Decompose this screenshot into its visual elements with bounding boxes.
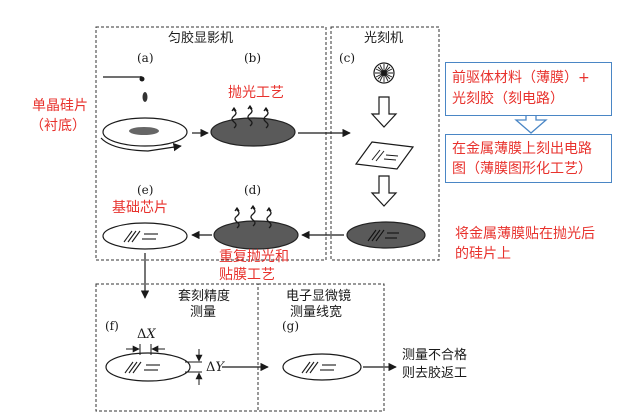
coater-frame — [95, 26, 327, 261]
repolish-wafer — [213, 220, 299, 250]
base-chip-wafer — [102, 222, 188, 250]
precursor-text-1: 前驱体材料（薄膜）+ — [452, 70, 590, 86]
wafer-annotation-1: 单晶硅片 — [32, 98, 88, 114]
fail-text-1: 测量不合格 — [402, 348, 468, 363]
litho-frame — [330, 26, 440, 261]
patterned-wafer — [346, 221, 426, 249]
step-label-e: (e) — [137, 183, 154, 197]
overlay-frame — [95, 283, 259, 412]
step-label-g: (g) — [282, 319, 300, 333]
overlay-title-1: 套刻精度 — [178, 289, 231, 304]
dispense-nozzle-icon — [103, 76, 145, 82]
sem-title-1: 电子显微镜 — [286, 289, 352, 304]
precursor-text-2: 光刻胶（刻电路） — [452, 91, 564, 107]
overlay-wafer — [105, 344, 203, 385]
step-label-a: (a) — [137, 51, 154, 65]
step-label-b: (b) — [244, 51, 262, 65]
heat-wave-icon — [231, 104, 269, 129]
step-label-d: (d) — [244, 183, 262, 197]
base-chip-annotation: 基础芯片 — [112, 200, 168, 216]
heat-wave-icon — [234, 204, 272, 229]
polish-annotation: 抛光工艺 — [228, 85, 284, 101]
spin-wafer — [100, 117, 188, 152]
polished-wafer — [210, 117, 296, 147]
sem-title-2: 测量线宽 — [290, 305, 343, 320]
precursor-box — [445, 62, 612, 116]
repeat-annotation-1: 重复抛光和 — [219, 249, 289, 265]
step-label-f: (f) — [105, 319, 119, 333]
step-label-c: (c) — [339, 51, 356, 65]
arrow-down-icon — [370, 175, 398, 207]
light-source-icon — [373, 62, 395, 84]
delta-x-label: ΔX — [137, 327, 156, 342]
attach-annotation-1: 将金属薄膜贴在抛光后 — [455, 226, 595, 242]
arrow-down-icon — [370, 96, 398, 128]
overlay-title-2: 测量 — [190, 305, 217, 320]
sem-frame — [257, 283, 385, 412]
fail-text-2: 则去胶返工 — [402, 366, 468, 381]
drop-icon — [142, 92, 148, 102]
coater-title: 匀胶显影机 — [168, 31, 234, 46]
photomask-icon — [354, 141, 415, 170]
wafer-annotation-2: （衬底） — [30, 118, 86, 134]
sem-wafer — [282, 353, 362, 381]
repeat-annotation-2: 贴膜工艺 — [219, 267, 275, 283]
arrow-down-icon — [514, 112, 548, 134]
etch-text-2: 图（薄膜图形化工艺） — [452, 161, 592, 177]
delta-y-label: ΔY — [206, 360, 224, 375]
etch-text-1: 在金属薄膜上刻出电路 — [452, 141, 592, 157]
attach-annotation-2: 的硅片上 — [455, 246, 511, 262]
litho-title: 光刻机 — [364, 31, 404, 46]
etch-box — [445, 134, 612, 183]
